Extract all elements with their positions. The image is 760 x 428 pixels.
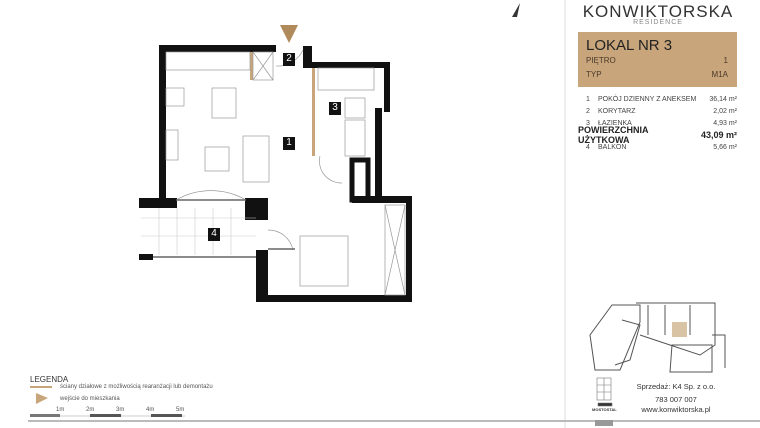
legend-walls: ściany działowe z możliwością rearanżacj… [60,384,213,390]
room-name: KORYTARZ [598,107,636,115]
scale-4m: 4m [146,407,155,413]
scale-bar [30,414,185,417]
type-label: TYP [586,70,602,79]
room-name: ŁAZIENKA [598,119,632,127]
legend-title: LEGENDA [30,375,69,384]
room-label-2: 2 [286,53,292,64]
phone-text: 783 007 007 [655,395,697,404]
room-area: 36,14 m² [709,95,737,103]
mostostal-logo-text: MOSTOSTAL [592,407,617,412]
entrance-arrow-icon [280,25,298,43]
site-plan [589,302,726,373]
floor-label: PIĘTRO [586,56,616,65]
entrance-legend-icon [36,393,48,404]
scale-1m: 1m [56,407,65,413]
website-link[interactable]: www.konwiktorska.pl [641,405,711,414]
total-area: 43,09 m² [700,130,737,140]
room-row: 3 ŁAZIENKA 4,93 m² [578,117,737,129]
scale-2m: 2m [86,407,95,413]
scale-3m: 3m [116,407,125,413]
room-name: BALKON [598,143,627,151]
room-label-3: 3 [332,102,338,113]
sales-text: Sprzedaż: K4 Sp. z o.o. [636,382,716,391]
total-label: POWIERZCHNIA UŻYTKOWA [578,125,649,145]
unit-title: LOKAL NR 3 [586,37,673,54]
room-row: 2 KORYTARZ 2,02 m² [578,105,737,117]
total-row: POWIERZCHNIA UŻYTKOWA 43,09 m² [578,125,737,145]
room-area: 2,02 m² [713,107,737,115]
legend-entrance: wejście do mieszkania [60,396,120,402]
room-list: 1 POKÓJ DZIENNY Z ANEKSEM 36,14 m² 2 KORYTA… [578,93,737,153]
brand-subtitle: RESIDENCE [633,19,683,26]
unit-highlight [672,322,687,337]
room-num: 1 [586,95,590,103]
room-area: 5,66 m² [713,143,737,151]
room-label-1: 1 [286,137,292,148]
mostostal-logo [595,377,613,426]
furniture [165,49,406,296]
type-value: M1A [711,70,728,79]
balcony-row: 4 BALKON 5,66 m² [578,141,737,153]
room-row: 1 POKÓJ DZIENNY Z ANEKSEM 36,14 m² [578,93,737,105]
scale-5m: 5m [176,407,185,413]
floor-value: 1 [723,56,728,65]
balcony-tiles [141,208,256,255]
compass-icon [512,3,520,17]
brand-title: KONWIKTORSKA [582,2,734,21]
room-name: POKÓJ DZIENNY Z ANEKSEM [598,95,697,103]
walls [139,45,412,302]
unit-panel [578,32,737,87]
plan-room-labels [208,53,341,241]
room-num: 4 [586,143,590,151]
room-area: 4,93 m² [713,119,737,127]
room-num: 3 [586,119,590,127]
room-label-4: 4 [211,228,217,239]
room-num: 2 [586,107,590,115]
